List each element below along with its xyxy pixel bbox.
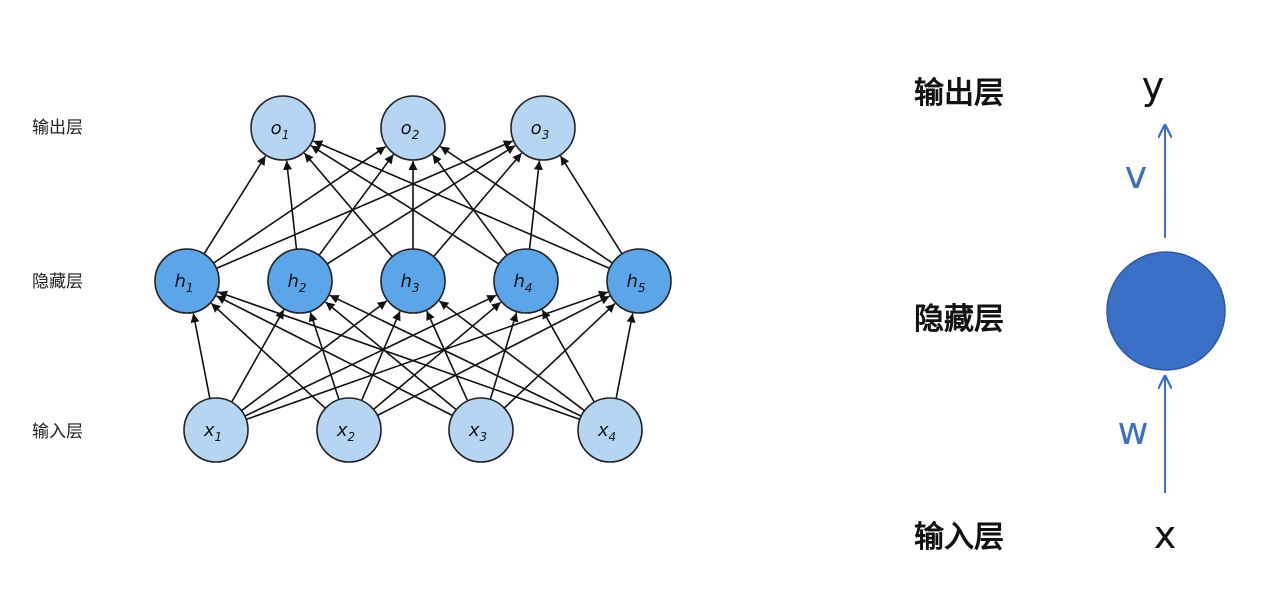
output-variable-y: y [1142,64,1165,108]
input-variable-x: x [1154,513,1177,557]
nodes-group: o1 o2 o3 h1 h2 h3 h4 h5 x1 x2 x3 x4 [154,95,672,463]
edge-input3-to-hidden1 [216,295,453,417]
weight-label-v: v [1125,153,1148,197]
input-node-x1: x1 [183,397,249,463]
edge-hidden3-to-output3 [433,152,523,258]
edge-input2-to-hidden1 [210,302,326,409]
hidden-node-h3-circle [380,248,446,314]
edge-hidden3-to-output1 [303,152,393,258]
right-output-layer-label: 输出层 [914,76,1004,111]
edge-hidden1-to-output1 [203,155,267,255]
output-node-o3-circle [510,95,576,161]
hidden-node-h5-circle [606,248,672,314]
output-node-o2-circle [380,95,446,161]
edge-input4-to-hidden5 [615,313,636,399]
edge-hidden2-to-output2 [318,154,395,256]
edge-hidden2-to-output1 [283,160,298,250]
input-node-x4: x4 [577,397,643,463]
output-node-o1: o1 [250,95,316,161]
hidden-node-h4: h4 [493,248,559,314]
hidden-node-h3: h3 [380,248,446,314]
edge-input3-to-hidden2 [324,301,457,411]
hidden-node-h2-circle [267,248,333,314]
output-node-o2: o2 [380,95,446,161]
edge-hidden4-to-output2 [431,154,508,256]
hidden-unit-circle [1106,251,1226,371]
edge-input2-to-hidden4 [372,301,502,411]
edge-input4-to-hidden3 [438,300,585,412]
edge-input1-to-hidden4 [244,294,497,417]
input-node-x2: x2 [316,397,382,463]
edges-group [190,140,636,421]
hidden-node-h1: h1 [154,248,220,314]
output-node-o3: o3 [510,95,576,161]
edge-input4-to-hidden2 [329,294,582,417]
output-node-o1-circle [250,95,316,161]
edge-input1-to-hidden2 [231,309,285,403]
edge-input3-to-hidden5 [503,303,616,409]
right-input-layer-label: 输入层 [914,520,1004,555]
edge-input3-to-hidden3 [425,310,469,402]
hidden-node-h5: h5 [606,248,672,314]
input-node-x3: x3 [448,397,514,463]
edge-input4-to-hidden4 [541,309,595,403]
edge-input2-to-hidden3 [360,310,401,401]
weight-label-w: w [1117,409,1148,453]
edge-hidden1-to-output2 [213,145,387,264]
edge-input1-to-hidden3 [241,300,388,412]
edge-hidden5-to-output1 [312,140,610,270]
edge-input3-to-hidden4 [489,312,519,400]
edge-hidden5-to-output3 [559,155,623,255]
input-node-x2-circle [316,397,382,463]
input-node-x4-circle [577,397,643,463]
edge-input2-to-hidden5 [377,295,610,417]
right-network: 输出层 隐藏层 输入层 y x v w [914,64,1226,557]
edge-hidden4-to-output1 [310,144,500,265]
left-network: 输出层 隐藏层 输入层 o1 o2 o3 h1 h2 h3 h4 h5 x1 x2 x3 x4 [32,95,672,463]
edge-input4-to-hidden1 [217,290,581,421]
edge-hidden2-to-output3 [326,144,516,265]
hidden-node-h1-circle [154,248,220,314]
left-hidden-layer-label: 隐藏层 [32,272,83,292]
right-hidden-layer-label: 隐藏层 [914,302,1004,337]
input-node-x3-circle [448,397,514,463]
hidden-node-h4-circle [493,248,559,314]
left-input-layer-label: 输入层 [32,422,83,442]
hidden-node-h2: h2 [267,248,333,314]
left-output-layer-label: 输出层 [32,118,83,138]
edge-hidden5-to-output2 [439,145,613,264]
input-node-x1-circle [183,397,249,463]
edge-input1-to-hidden1 [190,313,211,399]
